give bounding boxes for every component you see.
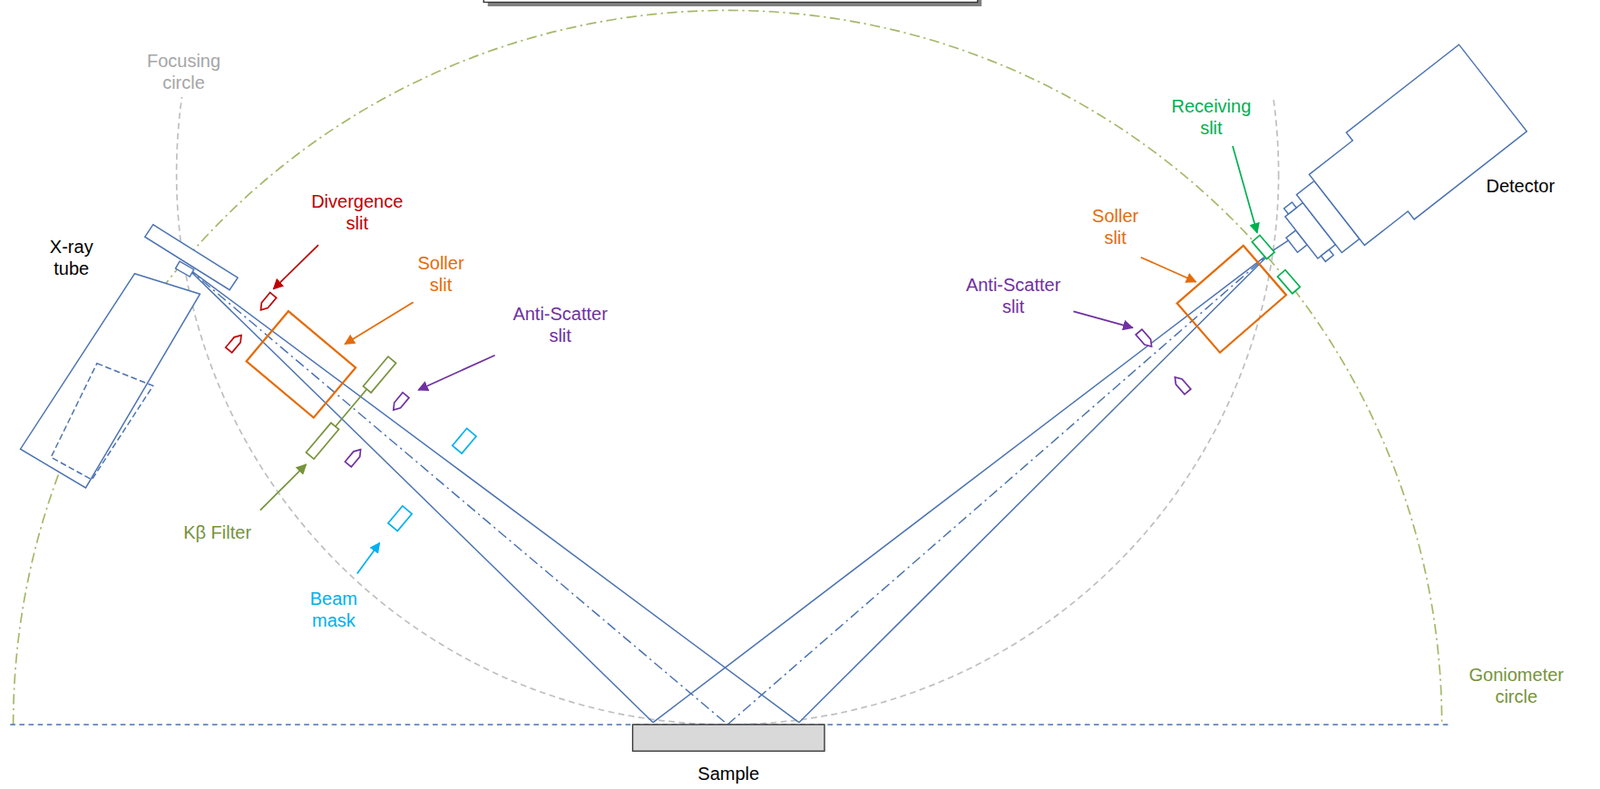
anti-scatter-slit <box>1135 329 1191 395</box>
detector <box>1258 44 1527 289</box>
kbeta-filter <box>305 356 396 459</box>
x-ray-beam <box>186 236 1295 725</box>
beam-mask <box>388 428 477 531</box>
circle-label: Focusing circle <box>138 49 230 94</box>
part-label: Kβ Filter <box>183 521 252 544</box>
part-label: Soller slit <box>410 252 471 296</box>
part-label: Detector <box>1485 175 1555 197</box>
part-label: Anti-Scatter slit <box>505 302 616 347</box>
part-label: Anti-Scatter slit <box>957 273 1069 318</box>
focusing-circle <box>176 97 1279 725</box>
goniometer-circle <box>13 9 1443 725</box>
soller-slit <box>246 311 356 418</box>
part-label: Beam mask <box>303 587 364 632</box>
divergence-slit <box>225 292 277 353</box>
x-ray-tube <box>20 224 239 488</box>
header-box <box>483 0 978 2</box>
part-label: Divergence slit <box>304 190 410 235</box>
soller-slit <box>1177 245 1287 353</box>
part-label: X-ray tube <box>43 235 100 280</box>
part-label: Soller slit <box>1085 204 1146 249</box>
part-label: Receiving slit <box>1162 95 1259 139</box>
circle-label: Goniometer circle <box>1462 663 1571 708</box>
sample-holder <box>633 724 826 752</box>
leader-arrow <box>260 146 1258 574</box>
anti-scatter-slit <box>344 392 410 468</box>
part-label: Sample <box>697 762 760 785</box>
